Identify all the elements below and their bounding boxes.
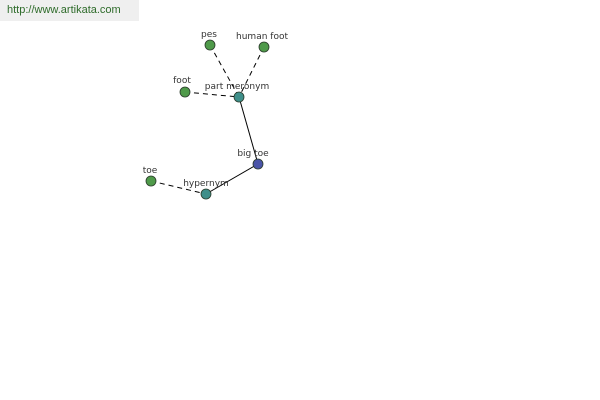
node-label-hypernym: hypernym	[183, 179, 229, 189]
edge-human-foot-to-part-meronym	[238, 46, 265, 98]
node-pes[interactable]: pes	[201, 30, 217, 51]
node-circle-toe[interactable]	[145, 175, 157, 187]
edge-pes-to-part-meronym	[209, 44, 240, 98]
node-label-human-foot: human foot	[236, 32, 288, 42]
node-label-pes: pes	[201, 30, 217, 40]
node-part-meronym[interactable]: part meronym	[205, 82, 269, 103]
edge-foot-to-part-meronym	[184, 91, 240, 98]
node-big-toe[interactable]: big toe	[237, 149, 269, 170]
edge-part-meronym-to-big-toe	[238, 96, 259, 165]
site-link[interactable]: http://www.artikata.com	[0, 0, 139, 21]
edge-toe-to-hypernym	[150, 180, 207, 195]
node-label-toe: toe	[143, 166, 158, 176]
node-toe[interactable]: toe	[143, 166, 158, 187]
edges-layer	[150, 44, 265, 195]
node-circle-hypernym[interactable]	[200, 188, 212, 200]
node-circle-human-foot[interactable]	[258, 41, 270, 53]
node-circle-pes[interactable]	[204, 39, 216, 51]
node-circle-foot[interactable]	[179, 86, 191, 98]
node-human-foot[interactable]: human foot	[236, 32, 288, 53]
node-circle-part-meronym[interactable]	[233, 91, 245, 103]
nodes-layer: pes human foot foot part meronym big toe toe h…	[143, 30, 288, 200]
edge-big-toe-to-hypernym	[205, 163, 259, 195]
node-foot[interactable]: foot	[173, 76, 191, 98]
node-label-part-meronym: part meronym	[205, 82, 269, 92]
node-label-big-toe: big toe	[237, 149, 269, 159]
node-hypernym[interactable]: hypernym	[183, 179, 229, 200]
node-label-foot: foot	[173, 76, 191, 86]
node-circle-big-toe[interactable]	[252, 158, 264, 170]
